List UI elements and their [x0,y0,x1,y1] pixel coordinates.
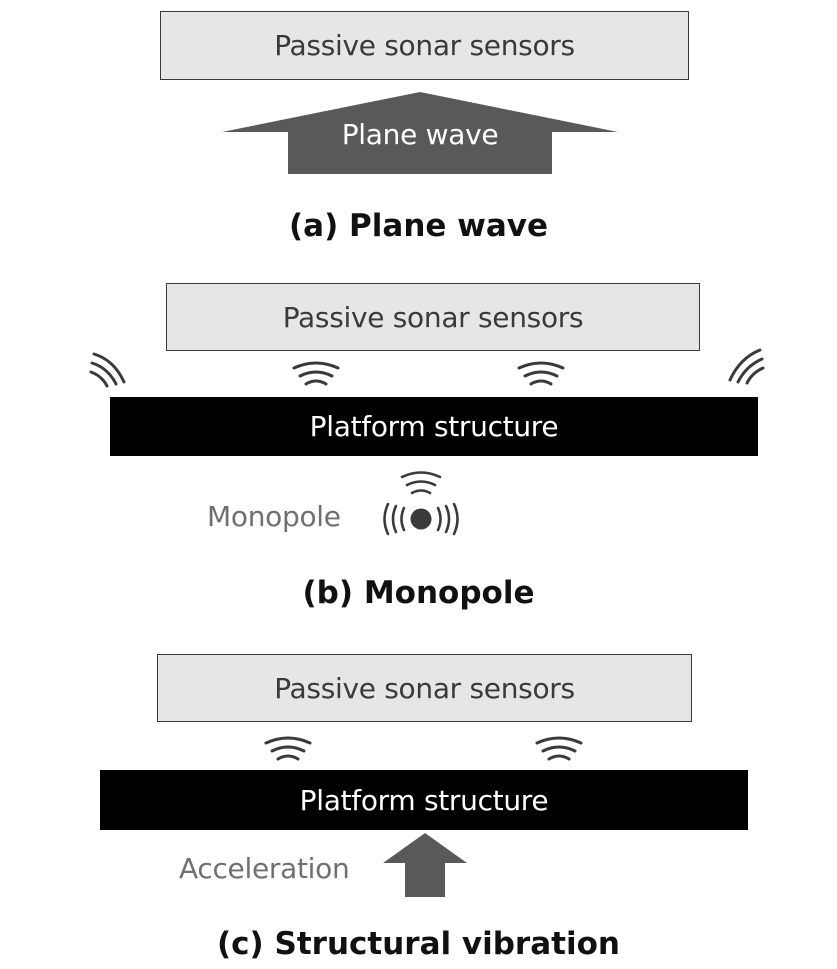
wave-up-icon [535,736,583,761]
sensor-box-c: Passive sonar sensors [157,654,692,722]
sensor-box-a: Passive sonar sensors [160,11,689,80]
sensor-label-b: Passive sonar sensors [282,300,584,334]
wave-up-icon [517,361,565,386]
caption-a: (a) Plane wave [289,208,548,244]
platform-label-c: Platform structure [299,783,549,817]
plane-wave-label: Plane wave [341,118,499,151]
caption-c: (c) Structural vibration [217,926,620,962]
wave-up-icon [292,361,340,386]
sensor-box-b: Passive sonar sensors [166,283,700,351]
sensor-label-c: Passive sonar sensors [274,671,575,705]
platform-structure-b: Platform structure [110,397,758,456]
plane-wave-arrow-icon [222,92,618,174]
caption-b: (b) Monopole [302,575,535,611]
monopole-source-icon [383,471,459,536]
wave-right-icon [728,348,765,385]
wave-left-icon [89,352,126,388]
acceleration-label: Acceleration [179,852,350,885]
sensor-label-a: Passive sonar sensors [274,29,575,62]
monopole-label: Monopole [207,500,341,533]
wave-up-icon [264,736,312,761]
platform-label-b: Platform structure [309,410,559,443]
platform-structure-c: Platform structure [100,770,748,830]
acceleration-arrow-icon [383,833,467,897]
